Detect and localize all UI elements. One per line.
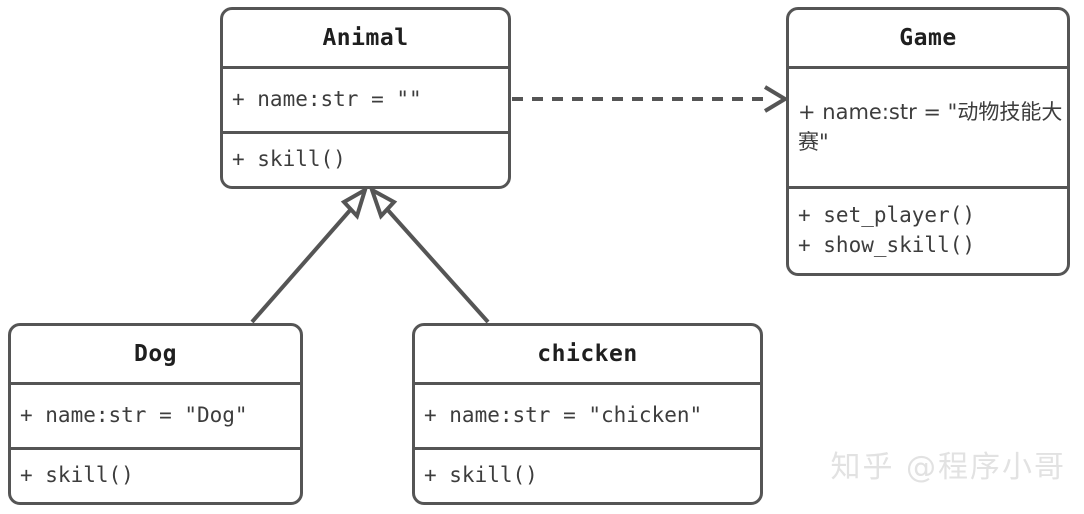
attributes-compartment-chicken: + name:str = "chicken": [415, 382, 760, 447]
watermark: 知乎 @程序小哥: [830, 450, 1066, 485]
class-name-dog: Dog: [133, 341, 178, 367]
class-attribute: + name:str = "": [232, 87, 422, 112]
class-attribute: + name:str = "Dog": [20, 403, 248, 428]
generalization-chicken-to-animal: [368, 185, 490, 324]
class-method: + skill(): [232, 147, 346, 172]
generalization-arrowhead-dog: [340, 185, 369, 220]
attributes-compartment-dog: + name:str = "Dog": [11, 382, 300, 447]
class-method: + set_player(): [798, 203, 976, 228]
generalization-line-dog: [250, 206, 354, 324]
methods-compartment-chicken: + skill(): [415, 447, 760, 502]
dependency-arrowhead: [763, 85, 789, 113]
class-method: + skill(): [20, 463, 134, 488]
class-box-dog[interactable]: Dog + name:str = "Dog" + skill(): [8, 323, 303, 505]
class-attribute: + name:str = "动物技能大赛": [798, 99, 1063, 154]
methods-compartment-animal: + skill(): [223, 131, 508, 186]
class-method: + show_skill(): [798, 233, 976, 257]
methods-compartment-dog: + skill(): [11, 447, 300, 502]
class-method: + skill(): [424, 463, 538, 488]
class-box-game[interactable]: Game + name:str = "动物技能大赛" + set_player(…: [786, 7, 1070, 276]
generalization-arrowhead-chicken: [368, 185, 398, 220]
class-name-chicken: chicken: [537, 341, 638, 367]
class-name-animal: Animal: [322, 25, 409, 51]
class-attribute: + name:str = "chicken": [424, 403, 703, 428]
class-box-animal[interactable]: Animal + name:str = "" + skill(): [220, 7, 511, 189]
class-box-chicken[interactable]: chicken + name:str = "chicken" + skill(): [412, 323, 763, 505]
attributes-compartment-game: + name:str = "动物技能大赛": [789, 66, 1067, 186]
generalization-line-chicken: [384, 206, 490, 324]
attributes-compartment-animal: + name:str = "": [223, 66, 508, 131]
generalization-dog-to-animal: [250, 185, 369, 324]
class-name-game: Game: [899, 25, 957, 51]
dependency-animal-to-game: [512, 85, 789, 113]
methods-compartment-game: + set_player() + show_skill(): [789, 186, 1067, 273]
